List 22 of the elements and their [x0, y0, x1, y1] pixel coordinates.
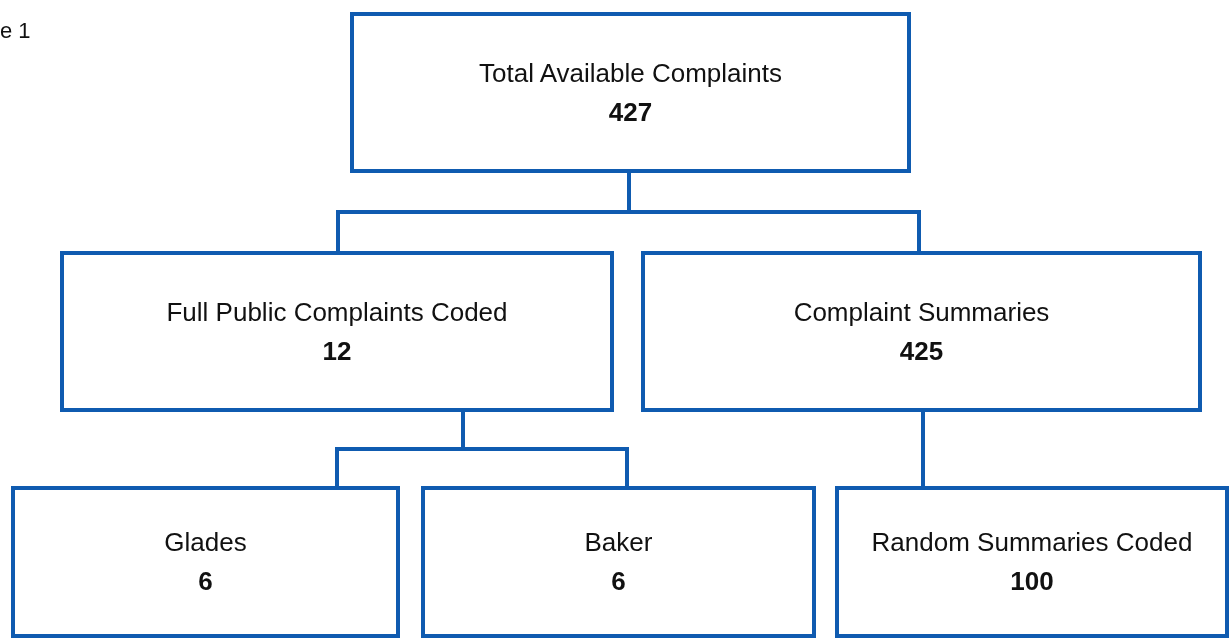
count-value: 6: [611, 565, 626, 598]
process-box: [60, 251, 614, 412]
process-box: [835, 486, 1229, 638]
box-title: Full Public Complaints Coded: [166, 295, 508, 329]
connector-line: [921, 412, 925, 486]
count-value: 425: [899, 334, 944, 368]
count-value: 100: [1010, 565, 1054, 598]
process-box: [421, 486, 816, 638]
count-value: 427: [608, 95, 653, 129]
box-title: Baker: [584, 526, 653, 559]
box-title: Glades: [164, 526, 247, 559]
box-title: Complaint Summaries: [793, 295, 1050, 329]
box-title: Random Summaries Coded: [871, 526, 1193, 559]
count-value: 6: [198, 565, 213, 598]
connector-line: [627, 173, 921, 251]
count-value: 12: [322, 334, 352, 368]
process-box: [350, 12, 911, 173]
process-box: [641, 251, 1202, 412]
box-title: Total Available Complaints: [479, 56, 782, 90]
connector-line: [461, 412, 629, 486]
figure-label: e 1: [0, 18, 31, 44]
process-box: [11, 486, 400, 638]
